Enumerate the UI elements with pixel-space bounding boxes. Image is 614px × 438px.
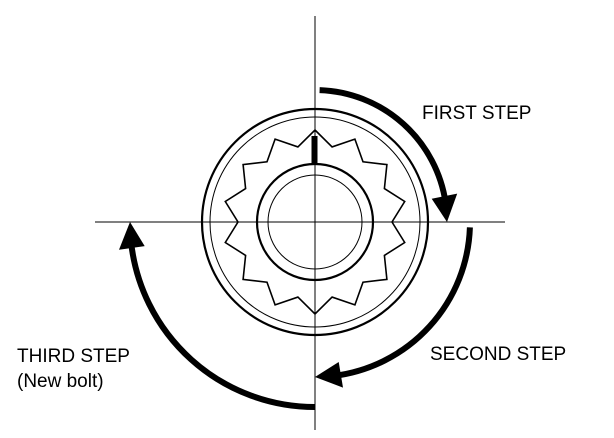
washer-outer-circle	[200, 107, 430, 337]
second-step-arrow	[334, 227, 473, 379]
washer-inner-circle	[209, 116, 421, 328]
bolt-reference-mark	[311, 136, 318, 164]
bolt-shank-inner-circle	[267, 174, 363, 270]
third-step-note-label: (New bolt)	[17, 371, 104, 392]
third-step-label: THIRD STEP	[17, 346, 130, 367]
first-step-arrowhead	[431, 193, 458, 222]
bolt-head-outline	[224, 128, 406, 316]
third-step-arrowhead	[119, 222, 145, 250]
first-step-arrow	[319, 87, 449, 204]
third-step-arrow	[128, 241, 316, 410]
second-step-label: SECOND STEP	[430, 344, 566, 365]
first-step-label: FIRST STEP	[422, 103, 531, 124]
second-step-arrowhead	[315, 362, 343, 388]
